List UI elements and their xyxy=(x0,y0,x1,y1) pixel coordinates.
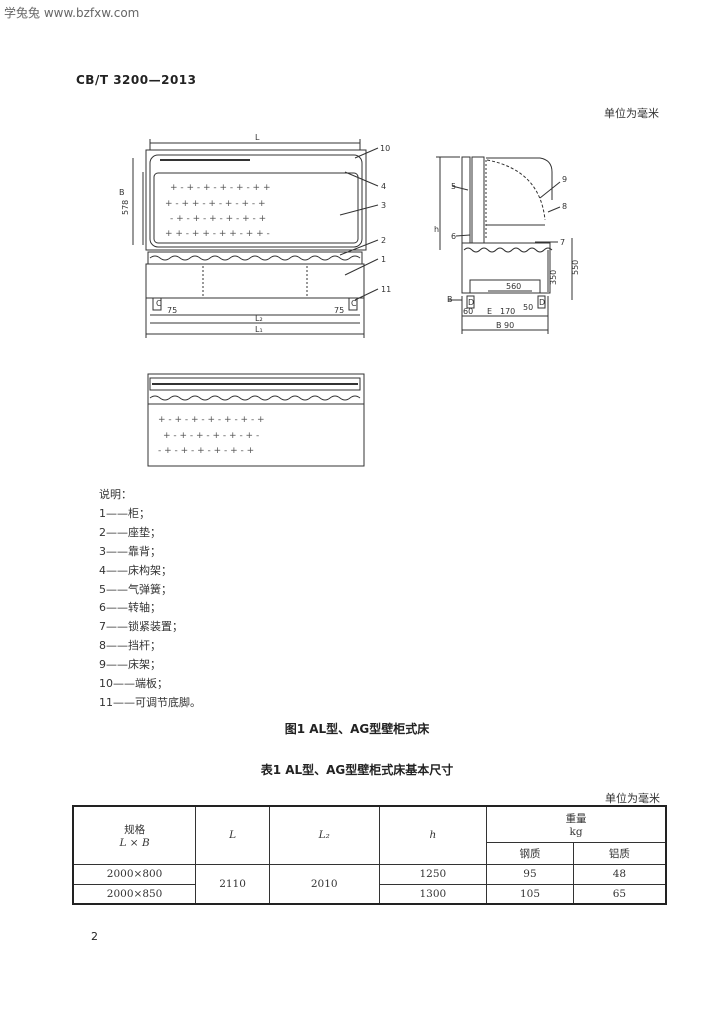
legend-item: 7——锁紧装置； xyxy=(99,620,183,634)
svg-text:- + - + - + - + - + - +: - + - + - + - + - + - + xyxy=(170,214,266,224)
legend-title: 说明： xyxy=(99,488,132,501)
header-steel: 钢质 xyxy=(486,841,574,865)
standard-number: CB/T 3200—2013 xyxy=(76,73,197,87)
callout-11: 11 xyxy=(381,285,391,294)
figure-unit-note: 单位为毫米 xyxy=(604,107,659,120)
callout-3: 3 xyxy=(381,201,386,210)
cell-steel: 95 xyxy=(486,863,574,885)
svg-text:+ + - + + - + + - + + -: + + - + + - + + - + + - xyxy=(165,229,270,239)
dim-75-left: 75 xyxy=(167,306,177,315)
table-subheader-row: 钢质 铝质 xyxy=(73,841,667,865)
cell-h: 1250 xyxy=(378,863,488,885)
dim-L1: L₁ xyxy=(255,325,263,334)
cell-spec: 2000×850 xyxy=(72,883,197,905)
callout-10: 10 xyxy=(380,144,390,153)
legend-item: 5——气弹簧； xyxy=(99,582,172,596)
lower-cushion-texture: + - + - + - + - + - + - + + - + - + - + … xyxy=(158,415,265,456)
header-aluminum: 铝质 xyxy=(572,841,667,865)
table-caption: 表1 AL型、AG型壁柜式床基本尺寸 xyxy=(260,763,454,777)
header-L2: L₂ xyxy=(268,805,380,865)
label-c-right: C xyxy=(351,299,357,308)
figure-drawing: L B 578 C C 75 75 L₂ L₁ xyxy=(119,133,580,467)
dim-50: 50 xyxy=(523,303,533,312)
label-d-right: D xyxy=(539,298,545,307)
legend-item: 6——转轴； xyxy=(99,601,161,615)
dim-550: 550 xyxy=(571,260,580,275)
table-row: 2000×850 1300 105 65 xyxy=(72,883,667,905)
page-number: 2 xyxy=(91,930,98,943)
legend-item: 3——靠背； xyxy=(99,544,161,558)
callout-7: 7 xyxy=(560,238,565,247)
legend: 说明： 1——柜； 2——座垫； 3——靠背； 4——床构架； 5——气弹簧； … xyxy=(99,486,201,713)
dim-B-side: B 90 xyxy=(496,321,514,330)
callout-4: 4 xyxy=(381,182,386,191)
dim-350: 350 xyxy=(549,270,558,285)
table-row: 2000×800 2110 2010 1250 95 48 xyxy=(72,863,667,905)
label-e: E xyxy=(487,307,492,316)
table-unit-note: 单位为毫米 xyxy=(605,792,660,805)
callout-5: 5 xyxy=(451,182,456,191)
dim-578: 578 xyxy=(121,200,130,215)
dim-60: 60 xyxy=(463,307,473,316)
callout-9: 9 xyxy=(562,175,567,184)
cell-h: 1300 xyxy=(378,883,488,905)
dimensions-table: 规格 L × B L L₂ h 重量 kg 钢质 铝质 2000×800 211… xyxy=(72,805,667,905)
callout-8: 8 xyxy=(562,202,567,211)
svg-text:+ - + - + - + - + - + - +: + - + - + - + - + - + - + xyxy=(158,415,265,425)
header-weight: 重量 kg xyxy=(486,805,667,843)
header-spec: 规格 L × B xyxy=(72,805,197,865)
legend-item: 8——挡杆； xyxy=(99,639,161,653)
legend-item: 10——端板； xyxy=(99,677,168,691)
side-view: h 350 550 560 D D 60 170 50 E B 90 B xyxy=(434,156,580,334)
dim-B: B xyxy=(119,188,125,197)
table-header-row: 规格 L × B L L₂ h 重量 kg xyxy=(72,805,667,865)
cell-L: 2110 xyxy=(195,863,270,905)
svg-text:+ - + - + - + - + - + -: + - + - + - + - + - + - xyxy=(163,431,259,441)
dim-L2: L₂ xyxy=(255,314,263,323)
callout-1: 1 xyxy=(381,255,386,264)
watermark: 学兔兔 www.bzfxw.com xyxy=(4,6,140,20)
svg-text:+ - + - + - + - + - + +: + - + - + - + - + - + + xyxy=(170,183,271,193)
dim-75-right: 75 xyxy=(334,306,344,315)
callout-6: 6 xyxy=(451,232,456,241)
figure-caption: 图1 AL型、AG型壁柜式床 xyxy=(284,722,430,736)
cell-aluminum: 48 xyxy=(572,863,667,885)
legend-item: 11——可调节底脚。 xyxy=(99,695,201,709)
header-L: L xyxy=(195,805,270,865)
front-view: L B 578 C C 75 75 L₂ L₁ xyxy=(119,133,379,338)
lower-view xyxy=(147,373,365,467)
legend-item: 2——座垫； xyxy=(99,525,161,539)
cushion-texture: + - + - + - + - + - + + + - + + - + - + … xyxy=(165,183,271,239)
legend-item: 4——床构架； xyxy=(99,563,172,577)
label-c-left: C xyxy=(156,299,162,308)
cell-steel: 105 xyxy=(486,883,574,905)
cell-L2: 2010 xyxy=(268,863,380,905)
legend-item: 1——柜； xyxy=(99,506,150,520)
svg-text:+ - + + - + - + - + - +: + - + + - + - + - + - + xyxy=(165,199,266,209)
svg-text:- + - + - + - + - + - +: - + - + - + - + - + - + xyxy=(158,446,254,456)
dim-560: 560 xyxy=(506,282,521,291)
callout-2: 2 xyxy=(381,236,386,245)
dim-B-prime: B xyxy=(447,295,453,304)
dim-h: h xyxy=(434,225,439,234)
header-h: h xyxy=(378,805,488,865)
dim-170: 170 xyxy=(500,307,515,316)
dim-L: L xyxy=(255,133,260,142)
label-d-left: D xyxy=(468,298,474,307)
cell-aluminum: 65 xyxy=(572,883,667,905)
legend-item: 9——床架； xyxy=(99,658,161,672)
cell-spec: 2000×800 xyxy=(72,863,197,885)
